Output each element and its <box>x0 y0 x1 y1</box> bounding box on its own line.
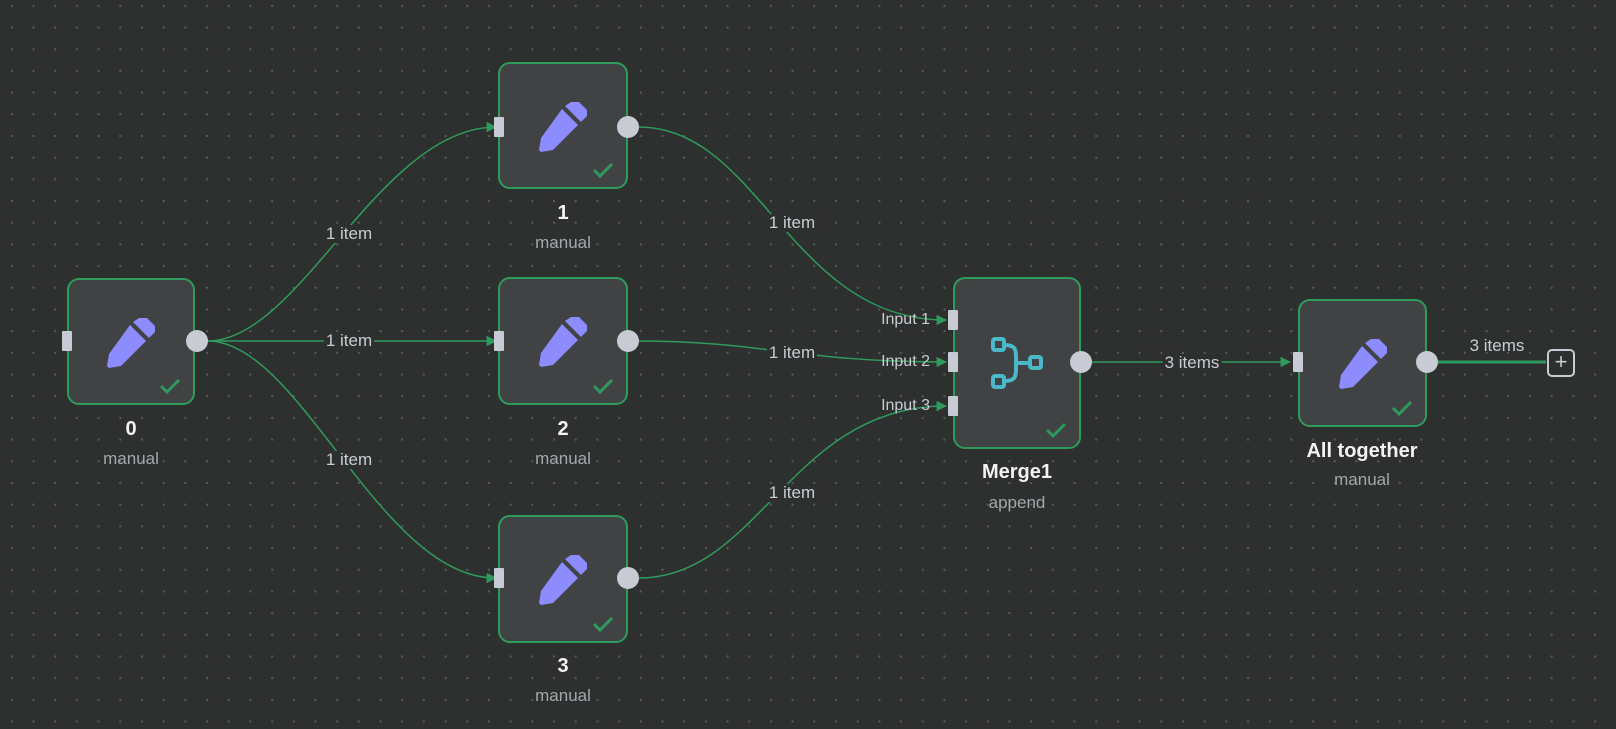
edge-label-all-add: 3 items <box>1469 336 1525 355</box>
node-1-subtitle: manual <box>535 233 591 252</box>
pencil-icon <box>539 101 587 152</box>
node-1-output-port[interactable] <box>617 116 639 138</box>
all-together-output-port[interactable] <box>1416 351 1438 373</box>
success-check-icon <box>1045 422 1067 439</box>
merge-input-1-label: Input 1 <box>881 311 930 328</box>
pencil-icon <box>539 317 587 367</box>
edge-label-0-2: 1 item <box>323 331 375 350</box>
pencil-icon <box>107 317 155 368</box>
node-0-subtitle: manual <box>103 449 159 468</box>
edge-label-0-3: 1 item <box>323 450 375 469</box>
success-check-icon <box>592 616 614 633</box>
merge-subtitle: append <box>988 493 1046 512</box>
merge-input-2-label: Input 2 <box>881 353 930 370</box>
merge-output-port[interactable] <box>1070 351 1092 373</box>
all-together-title: All together <box>1306 440 1418 462</box>
node-0-title: 0 <box>125 418 137 440</box>
node-3[interactable] <box>498 515 628 643</box>
edge-label-3-merge: 1 item <box>766 483 818 502</box>
merge-input-3-label: Input 3 <box>881 397 930 414</box>
merge-input-3-port[interactable] <box>948 396 958 416</box>
node-1-input-port[interactable] <box>494 117 504 137</box>
success-check-icon <box>159 378 181 395</box>
merge-title: Merge1 <box>981 461 1053 483</box>
node-2-subtitle: manual <box>535 449 591 468</box>
merge-node[interactable] <box>953 277 1081 449</box>
node-2-input-port[interactable] <box>494 331 504 351</box>
edge-label-1-merge: 1 item <box>766 213 818 232</box>
merge-input-1-port[interactable] <box>948 310 958 330</box>
node-3-output-port[interactable] <box>617 567 639 589</box>
node-3-title: 3 <box>557 655 569 677</box>
add-node-button[interactable]: + <box>1547 349 1575 377</box>
pencil-icon <box>1338 339 1387 389</box>
node-2-output-port[interactable] <box>617 330 639 352</box>
node-2[interactable] <box>498 277 628 405</box>
node-0-output-port[interactable] <box>186 330 208 352</box>
merge-input-2-port[interactable] <box>948 352 958 372</box>
node-0[interactable] <box>67 278 195 405</box>
node-1-title: 1 <box>557 202 569 224</box>
edge-label-0-1: 1 item <box>323 224 375 243</box>
success-check-icon <box>592 162 614 179</box>
edge-label-merge-all: 3 items <box>1162 353 1222 372</box>
node-1[interactable] <box>498 62 628 189</box>
all-together-node[interactable] <box>1298 299 1427 427</box>
success-check-icon <box>592 378 614 395</box>
merge-icon <box>991 337 1043 389</box>
all-together-subtitle: manual <box>1334 470 1390 489</box>
success-check-icon <box>1391 400 1413 417</box>
node-2-title: 2 <box>557 418 569 440</box>
node-3-subtitle: manual <box>535 686 591 705</box>
node-3-input-port[interactable] <box>494 568 504 588</box>
node-0-input-port[interactable] <box>62 331 72 351</box>
all-together-input-port[interactable] <box>1293 352 1303 372</box>
pencil-icon <box>539 555 587 605</box>
edge-label-2-merge: 1 item <box>766 343 818 362</box>
